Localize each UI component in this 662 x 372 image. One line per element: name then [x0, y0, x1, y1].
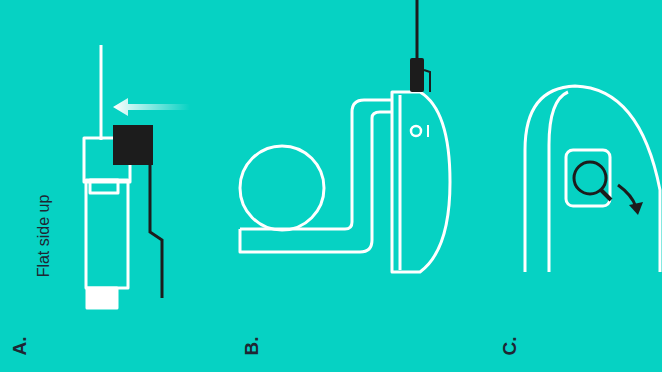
housing-outer — [525, 86, 660, 272]
step-letter: A. — [8, 337, 30, 356]
step-letter: C. — [498, 337, 520, 356]
clip-wire — [150, 160, 162, 298]
cable — [100, 45, 103, 140]
mount-bottom — [240, 112, 392, 252]
knob-recess — [566, 150, 610, 206]
plug-tip — [87, 288, 117, 308]
step-letter: B. — [240, 337, 262, 356]
panel-b — [240, 92, 450, 272]
usb-cable — [416, 0, 419, 60]
mount-top — [240, 100, 392, 229]
clip — [113, 125, 153, 165]
panel-c — [525, 86, 660, 272]
turn-arrowhead — [629, 202, 643, 215]
plug-body — [86, 180, 128, 288]
note-label: Flat side up — [35, 195, 53, 278]
insert-arrow — [113, 98, 190, 116]
turn-arrow — [618, 185, 636, 207]
panel-a — [84, 45, 130, 308]
knob-handle — [601, 190, 611, 200]
plug-band — [90, 180, 118, 193]
webcam-lens — [240, 146, 324, 230]
usb-clip — [424, 70, 430, 92]
device-seam — [399, 95, 402, 270]
port — [411, 126, 421, 136]
knob — [574, 162, 606, 194]
usb-connector — [410, 58, 424, 92]
device-body — [392, 92, 450, 272]
port-mark — [427, 125, 429, 137]
